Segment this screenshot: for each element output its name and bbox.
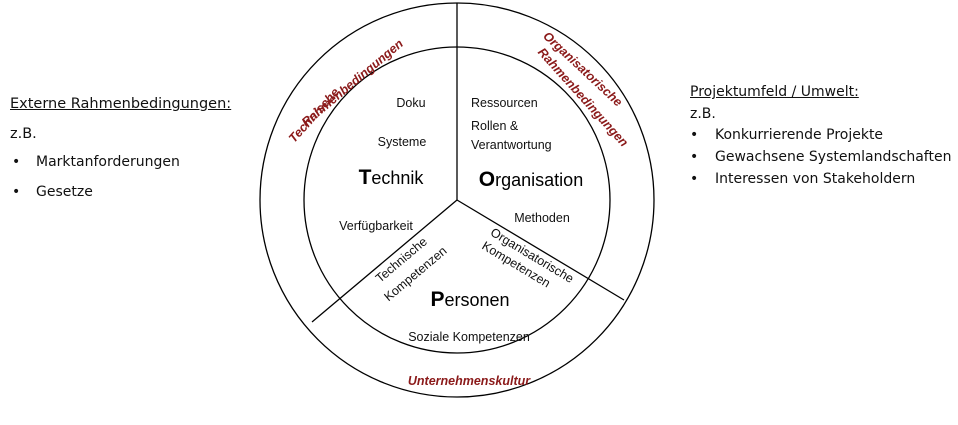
- org-item-methoden: Methoden: [514, 211, 570, 225]
- project-environment-heading: Projektumfeld / Umwelt:: [690, 84, 859, 100]
- external-conditions-list: Marktanforderungen Gesetze: [10, 154, 250, 200]
- divider-right: [456, 199, 625, 301]
- list-item: Interessen von Stakeholdern: [690, 170, 955, 189]
- personen-item-soziale-kompetenzen: Soziale Kompetenzen: [408, 330, 530, 344]
- organisation-initial: O: [479, 168, 495, 191]
- technik-rest: echnik: [371, 168, 424, 188]
- technik-item-doku: Doku: [396, 96, 425, 110]
- divider-left: [311, 199, 458, 323]
- org-item-ressourcen: Ressourcen: [471, 96, 538, 110]
- company-culture-label: Unternehmenskultur: [408, 374, 531, 388]
- personen-title: Personen: [430, 288, 509, 311]
- technik-item-systeme: Systeme: [378, 135, 427, 149]
- list-item: Gesetze: [10, 184, 250, 200]
- technik-initial: T: [359, 166, 372, 189]
- technik-title: Technik: [359, 166, 425, 189]
- external-conditions-example-label: z.B.: [10, 126, 37, 142]
- org-item-rollen: Rollen &: [471, 119, 519, 133]
- personen-rest: ersonen: [444, 290, 509, 310]
- technik-item-verfuegbarkeit: Verfügbarkeit: [339, 219, 413, 233]
- list-item: Konkurrierende Projekte: [690, 126, 955, 145]
- personen-initial: P: [430, 288, 444, 311]
- technical-conditions-label-line2: Rahmenbedingungen: [299, 36, 406, 129]
- list-item: Gewachsene Systemlandschaften: [690, 148, 955, 167]
- project-environment-example-label: z.B.: [690, 106, 716, 122]
- organisation-rest: rganisation: [495, 170, 583, 190]
- org-item-verantwortung: Verantwortung: [471, 138, 552, 152]
- organisation-title: Organisation: [479, 168, 583, 191]
- project-environment-panel: Projektumfeld / Umwelt: z.B. Konkurriere…: [690, 84, 955, 192]
- project-environment-list: Konkurrierende Projekte Gewachsene Syste…: [690, 126, 955, 189]
- list-item: Marktanforderungen: [10, 154, 250, 170]
- external-conditions-heading: Externe Rahmenbedingungen:: [10, 96, 232, 112]
- external-conditions-panel: Externe Rahmenbedingungen: z.B. Marktanf…: [10, 96, 250, 214]
